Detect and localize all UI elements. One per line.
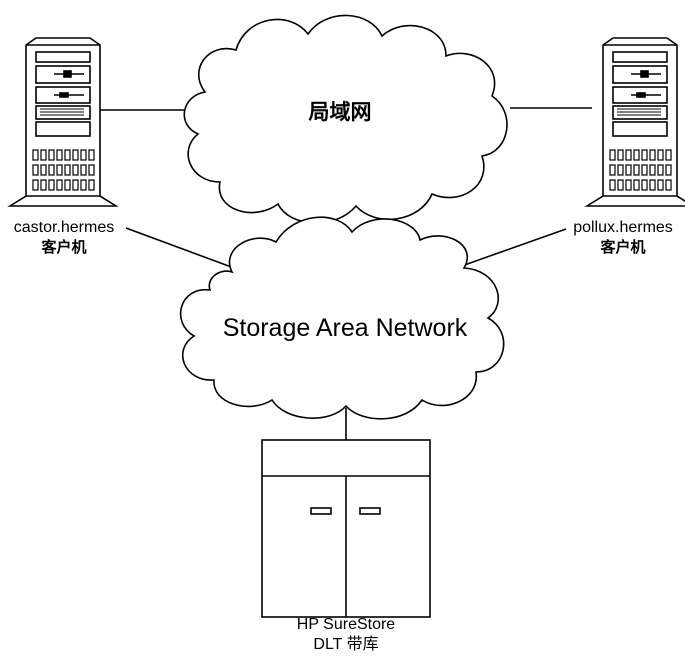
right-client-san-link xyxy=(455,228,567,269)
left-client-role: 客户机 xyxy=(41,239,87,256)
lan-cloud xyxy=(183,14,508,224)
san-cloud-label: Storage Area Network xyxy=(222,314,468,342)
left-client-san-link xyxy=(125,227,235,269)
left-server-icon xyxy=(7,37,119,207)
left-client-hostname: castor.hermes xyxy=(13,219,115,236)
lan-cloud-label: 局域网 xyxy=(308,101,372,124)
san-cloud xyxy=(179,216,505,420)
right-server-icon xyxy=(584,37,685,207)
tape-library-icon xyxy=(261,439,431,618)
tape-library-model: HP SureStore xyxy=(296,616,396,633)
right-client-hostname: pollux.hermes xyxy=(573,219,673,236)
tape-library-type: DLT 带库 xyxy=(313,636,379,653)
right-client-role: 客户机 xyxy=(600,239,646,256)
